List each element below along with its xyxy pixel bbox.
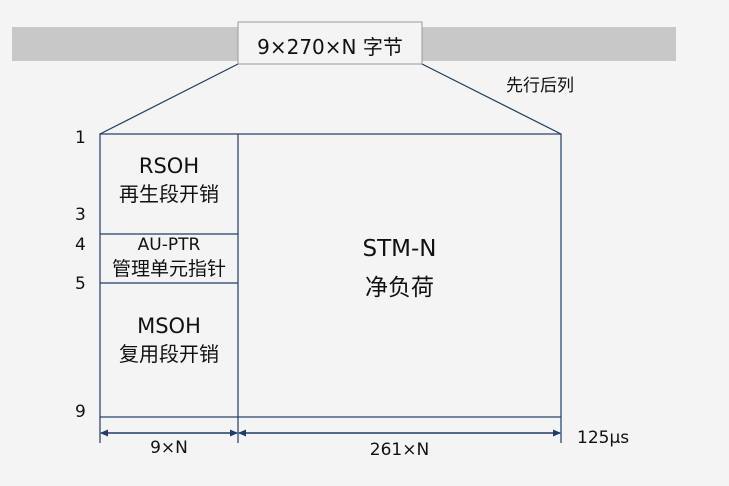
msoh-title: MSOH	[137, 314, 201, 338]
frame-byte-label: 9×270×N 字节	[257, 35, 403, 59]
msoh-subtitle: 复用段开销	[119, 342, 219, 366]
expand-line-right	[421, 63, 562, 135]
transmission-order-note: 先行后列	[506, 76, 574, 96]
auptr-subtitle: 管理单元指针	[111, 258, 226, 280]
frame-outline	[99, 133, 562, 418]
rsoh-title: RSOH	[138, 154, 200, 178]
row-label-5: 5	[75, 274, 86, 294]
payload-width-label: 261×N	[369, 440, 430, 460]
rsoh-subtitle: 再生段开销	[119, 182, 219, 206]
expand-line-left	[99, 63, 239, 135]
overhead-width-label: 9×N	[150, 438, 188, 458]
frame-period-label: 125μs	[577, 428, 630, 448]
payload-title: STM-N	[362, 236, 437, 262]
row-label-9: 9	[75, 402, 86, 422]
row-label-1: 1	[75, 128, 86, 148]
frame-byte-bar-label-box	[237, 21, 423, 65]
row-label-4: 4	[75, 235, 86, 255]
payload-subtitle: 净负荷	[365, 275, 434, 301]
row-label-3: 3	[75, 205, 86, 225]
auptr-title: AU-PTR	[137, 235, 201, 255]
